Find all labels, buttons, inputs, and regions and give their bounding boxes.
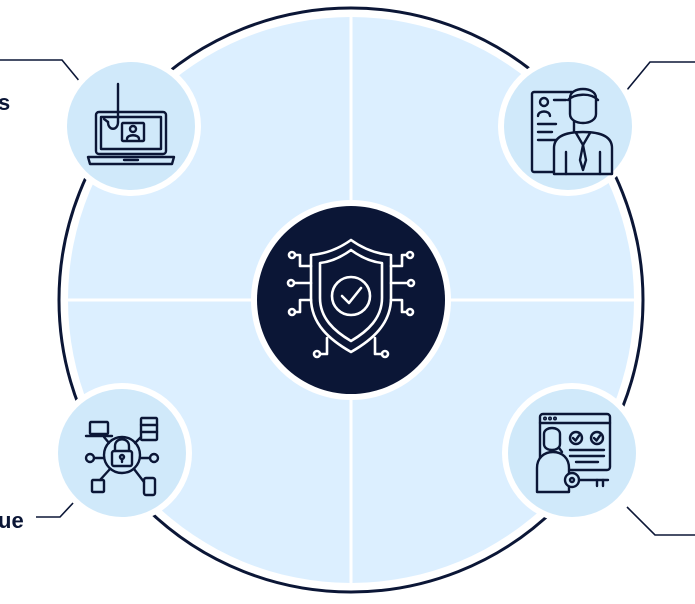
- network-lock-icon: [84, 416, 160, 497]
- top-left-label-fragment: s: [0, 90, 11, 115]
- user-key-access-icon: [535, 412, 612, 494]
- quadrant-bottom-left: [52, 383, 192, 523]
- connector-bottom-right: [626, 506, 695, 536]
- shield-checkmark-circuit-icon: [286, 238, 416, 359]
- phishing-laptop-icon: [86, 82, 176, 166]
- bottom-left-label-fragment: ue: [0, 508, 24, 533]
- connector-top-right: [621, 61, 695, 97]
- outer-ring: [57, 6, 645, 594]
- quadrant-bottom-right: [502, 383, 642, 523]
- identity-document-person-icon: [530, 87, 614, 176]
